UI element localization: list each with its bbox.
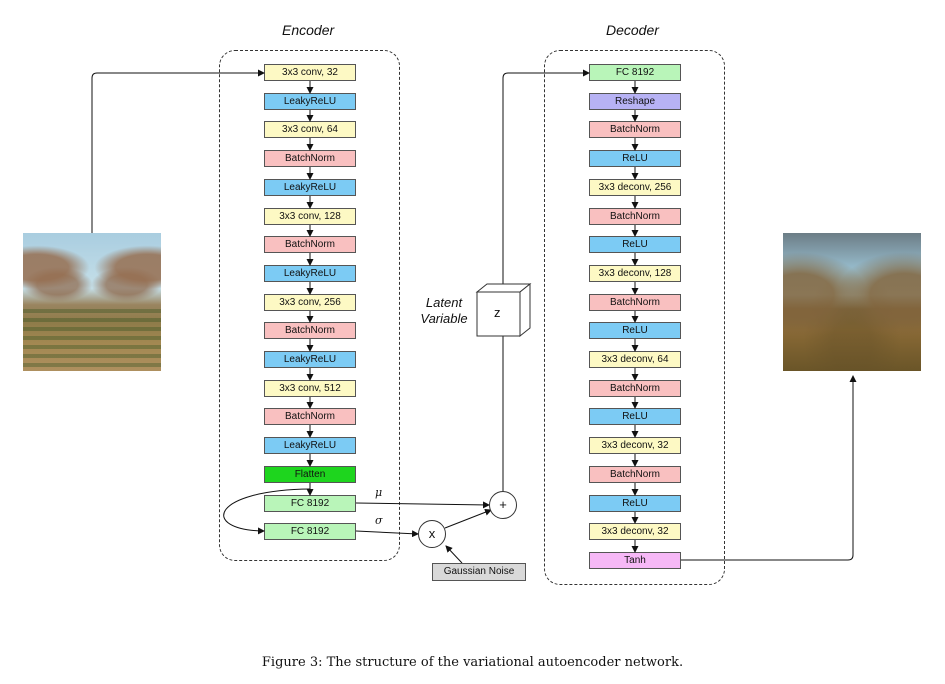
encoder-panel — [219, 50, 400, 561]
encoder-layer-15: Flatten — [264, 466, 356, 483]
decoder-layer-11: 3x3 deconv, 64 — [589, 351, 681, 368]
decoder-layer-4: ReLU — [589, 150, 681, 167]
input-image — [23, 233, 161, 371]
input-image-grass-rows — [23, 308, 161, 371]
decoder-layer-3: BatchNorm — [589, 121, 681, 138]
encoder-layer-14: LeakyReLU — [264, 437, 356, 454]
decoder-layer-16: ReLU — [589, 495, 681, 512]
decoder-layer-13: ReLU — [589, 408, 681, 425]
decoder-layer-10: ReLU — [589, 322, 681, 339]
mu-label: μ — [375, 486, 383, 499]
encoder-layer-10: BatchNorm — [264, 322, 356, 339]
connector-38 — [445, 545, 463, 564]
gaussian-noise-box: Gaussian Noise — [432, 563, 526, 581]
input-image-trees — [23, 233, 161, 319]
decoder-layer-17: 3x3 deconv, 32 — [589, 523, 681, 540]
sigma-label: σ — [375, 514, 383, 527]
latent-label-line2: Variable — [420, 311, 468, 326]
latent-z-symbol: z — [494, 305, 501, 320]
figure-caption: Figure 3: The structure of the variation… — [261, 655, 684, 670]
latent-variable-label: Latent Variable — [418, 295, 470, 327]
encoder-layer-6: 3x3 conv, 128 — [264, 208, 356, 225]
multiply-node: x — [418, 520, 446, 548]
connector-37 — [444, 508, 492, 529]
latent-label-line1: Latent — [425, 295, 463, 310]
reconstructed-image-blur — [783, 233, 921, 371]
decoder-layer-9: BatchNorm — [589, 294, 681, 311]
encoder-layer-12: 3x3 conv, 512 — [264, 380, 356, 397]
encoder-layer-7: BatchNorm — [264, 236, 356, 253]
encoder-layer-16: FC 8192 — [264, 495, 356, 512]
decoder-title: Decoder — [606, 22, 659, 38]
decoder-layer-2: Reshape — [589, 93, 681, 110]
encoder-layer-5: LeakyReLU — [264, 179, 356, 196]
decoder-layer-7: ReLU — [589, 236, 681, 253]
decoder-panel — [544, 50, 725, 585]
encoder-layer-4: BatchNorm — [264, 150, 356, 167]
encoder-layer-9: 3x3 conv, 256 — [264, 294, 356, 311]
add-node: + — [489, 491, 517, 519]
encoder-layer-8: LeakyReLU — [264, 265, 356, 282]
decoder-layer-15: BatchNorm — [589, 466, 681, 483]
decoder-layer-5: 3x3 deconv, 256 — [589, 179, 681, 196]
reconstructed-image — [783, 233, 921, 371]
decoder-layer-1: FC 8192 — [589, 64, 681, 81]
encoder-layer-13: BatchNorm — [264, 408, 356, 425]
encoder-layer-2: LeakyReLU — [264, 93, 356, 110]
decoder-layer-18: Tanh — [589, 552, 681, 569]
encoder-layer-3: 3x3 conv, 64 — [264, 121, 356, 138]
decoder-layer-12: BatchNorm — [589, 380, 681, 397]
encoder-title: Encoder — [282, 22, 335, 38]
decoder-layer-8: 3x3 deconv, 128 — [589, 265, 681, 282]
encoder-layer-11: LeakyReLU — [264, 351, 356, 368]
decoder-layer-6: BatchNorm — [589, 208, 681, 225]
decoder-layer-14: 3x3 deconv, 32 — [589, 437, 681, 454]
encoder-layer-1: 3x3 conv, 32 — [264, 64, 356, 81]
latent-cube — [475, 282, 532, 338]
encoder-layer-17: FC 8192 — [264, 523, 356, 540]
